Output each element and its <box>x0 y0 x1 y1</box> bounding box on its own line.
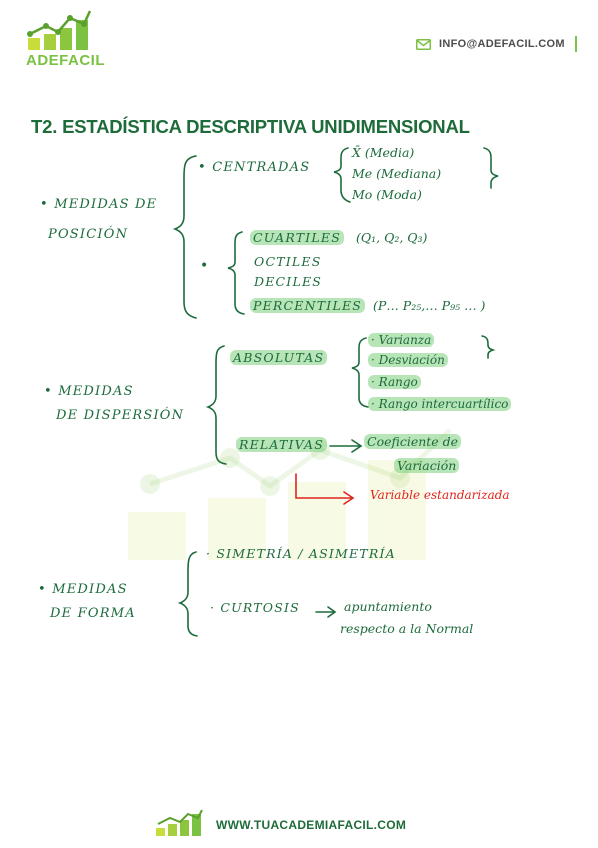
curtosis-item: · CURTOSIS <box>210 600 300 615</box>
cuantiles-bullet: • <box>200 258 209 274</box>
forma-label-line2: DE FORMA <box>50 606 136 621</box>
chart-logo-icon <box>156 809 203 836</box>
curtosis-description: apuntamiento respecto a la Normal <box>340 596 473 640</box>
centradas-item-moda: Mo (Moda) <box>352 187 422 202</box>
page-title: T2. ESTADÍSTICA DESCRIPTIVA UNIDIMENSION… <box>31 116 470 137</box>
absolutas-item-rango: · Rango <box>368 375 421 389</box>
octiles-label: OCTILES <box>254 254 322 269</box>
centradas-item-mediana: Me (Mediana) <box>352 166 442 181</box>
header-divider <box>574 36 577 52</box>
centradas-list: X̄ (Media) Me (Mediana) Mo (Moda) <box>352 142 441 205</box>
percentiles-row: PERCENTILES (P… P₂₅,… P₉₅ … ) <box>250 294 485 318</box>
absolutas-list: · Varianza · Desviación · Rango · Rango … <box>368 330 512 414</box>
curtosis-label: · CURTOSIS <box>210 600 300 615</box>
envelope-icon <box>416 38 431 50</box>
dispersion-label-line1: • MEDIDAS <box>44 384 134 399</box>
absolutas-label: ABSOLUTAS <box>230 350 328 365</box>
variable-estandarizada-note: Variable estandarizada <box>370 488 510 502</box>
percentiles-detail: (P… P₂₅,… P₉₅ … ) <box>373 298 486 313</box>
coeficiente-line1: Coeficiente de <box>364 434 462 449</box>
relativas-label: RELATIVAS <box>236 437 328 452</box>
coeficiente-variacion: Coeficiente de Variación <box>364 430 462 478</box>
simetria-item: · SIMETRÍA / ASIMETRÍA <box>206 546 396 561</box>
posicion-label: • MEDIDAS DE POSICIÓN <box>40 190 157 250</box>
absolutas-item-varianza: · Varianza <box>368 333 435 347</box>
footer-website-link[interactable]: WWW.TUACADEMIAFACIL.COM <box>216 818 407 832</box>
posicion-label-line1: • MEDIDAS DE <box>40 197 158 212</box>
absolutas-item-desviacion: · Desviación <box>368 353 448 367</box>
posicion-label-line2: POSICIÓN <box>48 227 129 242</box>
dispersion-label-line2: DE DISPERSIÓN <box>56 408 185 423</box>
email-link[interactable]: INFO@ADEFACIL.COM <box>439 38 565 50</box>
centradas-item-media: X̄ (Media) <box>352 145 415 160</box>
cuartiles-label: CUARTILES <box>250 230 344 245</box>
centradas-label: • CENTRADAS <box>198 160 311 175</box>
cuartiles-detail: (Q₁, Q₂, Q₃) <box>355 230 428 245</box>
cuantiles-list: CUARTILES (Q₁, Q₂, Q₃) OCTILES DECILES P… <box>250 226 485 318</box>
header-logo: ADEFACIL <box>24 8 105 69</box>
coeficiente-line2: Variación <box>394 458 460 473</box>
curtosis-desc-line1: apuntamiento <box>344 599 432 614</box>
header-contact[interactable]: INFO@ADEFACIL.COM <box>416 36 577 52</box>
cuartiles-row: CUARTILES (Q₁, Q₂, Q₃) <box>250 226 485 250</box>
percentiles-label: PERCENTILES <box>250 298 366 313</box>
deciles-label: DECILES <box>254 274 323 289</box>
curtosis-desc-line2: respecto a la Normal <box>340 621 474 636</box>
dispersion-label: • MEDIDAS DE DISPERSIÓN <box>44 380 184 428</box>
absolutas-item-rango-intercuartilico: · Rango intercuartílico <box>368 397 512 411</box>
chart-logo-icon <box>27 10 92 50</box>
forma-label: • MEDIDAS DE FORMA <box>38 578 136 626</box>
logo-wordmark: ADEFACIL <box>26 52 105 69</box>
footer: WWW.TUACADEMIAFACIL.COM <box>154 806 406 836</box>
forma-label-line1: • MEDIDAS <box>38 582 128 597</box>
